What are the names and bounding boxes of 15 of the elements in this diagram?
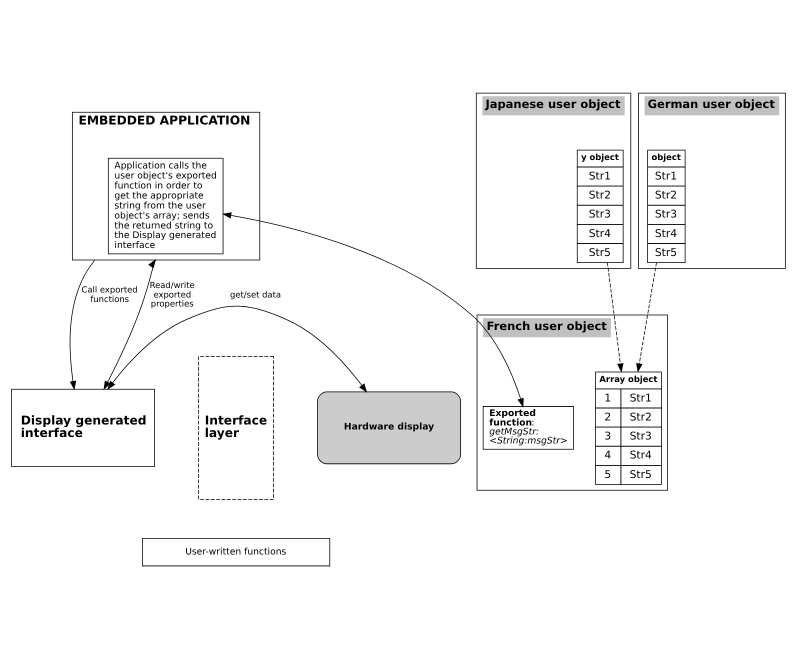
edge-label: Read/write exported properties (150, 280, 195, 308)
node-box: Exported function: getMsgStr: <String:msgStr> (482, 406, 574, 450)
arrow (107, 306, 368, 393)
node-box: Hardware display (317, 392, 461, 464)
edge-label: Call exported functions (82, 284, 138, 304)
node-box: User-written functions (142, 538, 330, 566)
node-box: Display generated interface (11, 388, 155, 467)
arrow (222, 212, 524, 408)
arrow (636, 262, 657, 373)
arrow (70, 260, 96, 390)
arrow (104, 259, 156, 390)
arrow (606, 262, 624, 373)
node-box: Interface layer (198, 356, 274, 500)
node-box: Application calls the user object's exported function in order to get the appropriate string from the user object's array; sends the returned string to the Display generated interface (108, 158, 224, 254)
edge-label: get/set data (230, 289, 282, 300)
